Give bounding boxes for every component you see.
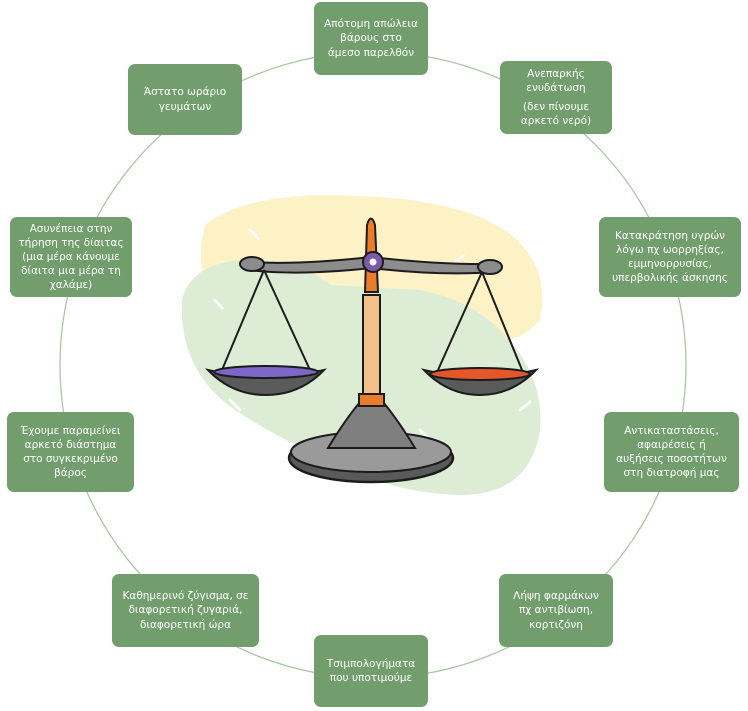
node-text-line: Ασυνέπεια στην [29,222,113,235]
node-text-line: στο συγκεκριμένο [23,453,118,465]
node-medication: Λήψη φαρμάκων πχ αντιβίωση, κορτιζόνη [499,574,613,647]
node-text-line: υπερβολικής άσκησης [612,272,728,285]
node-text-line: στη διατροφή μας [623,467,720,480]
node-text-line: που υποτιμούμε [329,672,413,684]
node-text-line: αφαιρέσεις ή [637,438,706,451]
scale-beam [239,251,503,275]
node-text-line: εμμηνορρυσίας, [627,258,712,270]
node-text-line: βάρους στο [340,32,402,45]
node-text-line: πχ αντιβίωση, [518,604,594,617]
node-text-line: Λήψη φαρμάκων [513,590,599,603]
node-text-line: Κατακράτηση υγρών [614,229,726,242]
node-text-line: αυξήσεις ποσοτήτων [616,453,727,465]
node-text-line: Έχουμε παραμείνει [20,424,121,437]
right-pan [420,271,540,397]
node-text-line: Καθημερινό ζύγισμα, σε [122,590,249,603]
left-pan [204,269,328,397]
node-text-line: χαλάμε) [49,279,93,292]
node-text-line: αρκετό διάστημα [24,438,117,451]
node-diet-changes: Αντικαταστάσεις, αφαιρέσεις ή αυξήσεις π… [604,412,739,492]
node-daily-weighing: Καθημερινό ζύγισμα, σε διαφορετική ζυγαρ… [112,574,259,647]
node-subtext-line: (δεν πίνουμε [523,101,589,113]
node-text-line: γευμάτων [158,100,212,113]
node-text-line: ενυδάτωση [526,81,586,94]
node-text-line: άμεσο παρελθόν [327,46,415,59]
node-text-line: δίαιτα μια μέρα τη [21,265,121,278]
node-fluid-retention: Κατακράτηση υγρών λόγω πχ ωορρηξίας, εμμ… [599,217,741,297]
node-poor-hydration: Ανεπαρκής ενυδάτωση (δεν πίνουμε αρκετό … [500,61,612,134]
node-text-line: βάρος [54,467,87,480]
balance-scale-illustration [181,195,543,495]
node-text-line: Ανεπαρκής [527,67,585,80]
node-diet-inconsistency: Ασυνέπεια στην τήρηση της δίαιτας (μια μ… [10,217,132,297]
scale-base [287,401,455,484]
sparkle-marks [213,228,532,440]
node-text-line: λόγω πχ ωορρηξίας, [616,243,724,256]
node-text-line: κορτιζόνη [529,618,583,631]
node-text-line: Άστατο ωράριο [143,86,227,99]
node-snacking: Τσιμπολογήματα που υποτιμούμε [314,635,428,707]
green-blob [181,259,541,495]
node-irregular-meals: Άστατο ωράριο γευμάτων [128,64,242,135]
node-sudden-weight-loss: Απότομη απώλεια βάρους στο άμεσο παρελθό… [314,2,428,75]
node-text-line: διαφορετική ζυγαριά, [128,604,243,617]
node-subtext-line: αρκετό νερό) [520,115,592,128]
node-text-line: Αντικαταστάσεις, [624,424,719,437]
node-text-line: τήρηση της δίαιτας [18,236,124,249]
node-weight-plateau: Έχουμε παραμείνει αρκετό διάστημα στο συ… [7,412,134,492]
node-text-line: διαφορετική ώρα [139,618,232,631]
node-text-line: (μια μέρα κάνουμε [22,250,120,263]
node-text-line: Τσιμπολογήματα [326,657,416,670]
node-text-line: Απότομη απώλεια [324,18,418,31]
